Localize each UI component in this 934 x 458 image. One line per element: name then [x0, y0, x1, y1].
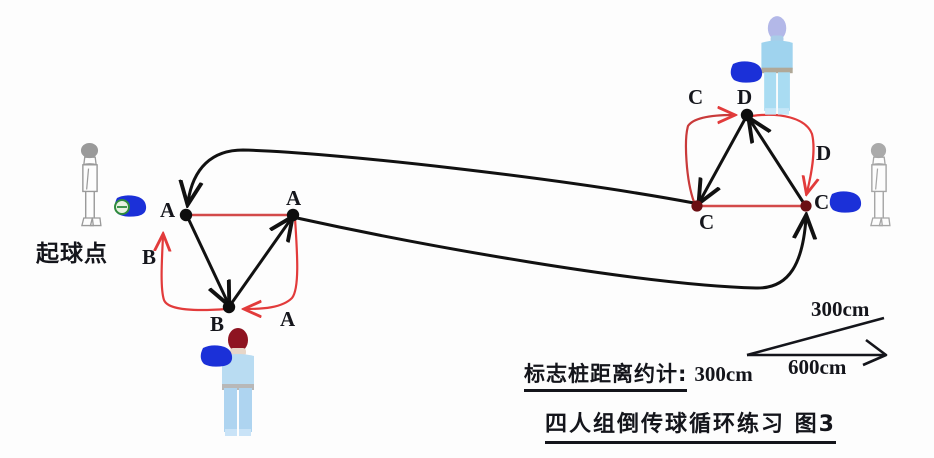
right-triangle-group	[684, 113, 813, 206]
path-label-d-right: D	[816, 141, 832, 165]
node-label-b: B	[210, 312, 225, 336]
scale-top-value: 300	[811, 297, 843, 321]
pass-arrow-cright-to-d	[750, 120, 805, 203]
marker-cone-top	[730, 61, 763, 83]
left-triangle-group	[162, 215, 299, 312]
scale-bottom-dimension: 600 cm	[788, 355, 846, 380]
pass-arrow-d-to-cleft	[700, 118, 747, 201]
long-pass-aright-to-cright	[296, 218, 806, 290]
scale-top-dimension: 300 cm	[811, 297, 869, 322]
run-path-aright-to-b	[246, 217, 299, 309]
distance-note-label: 标志桩距离约计:	[524, 358, 688, 392]
marker-cone-bottom	[200, 345, 233, 367]
node-dot-a-right	[286, 208, 300, 222]
node-dot-c-left	[691, 200, 703, 212]
player-figure-front-top	[761, 16, 793, 115]
node-dot-b	[222, 300, 236, 314]
long-pass-cleft-to-aleft	[188, 148, 695, 203]
node-dot-d	[740, 108, 754, 122]
node-label-c-right: C	[814, 190, 830, 214]
node-dot-c-right	[800, 200, 812, 212]
start-point-label: 起球点	[36, 241, 108, 267]
player-figure-side-left	[80, 142, 102, 227]
node-dot-a-left	[179, 208, 193, 222]
run-path-d-to-cright	[751, 113, 813, 192]
pass-arrow-aleft-to-b	[186, 217, 228, 303]
player-figure-front-bottom	[222, 328, 254, 436]
distance-note-value: 300	[694, 362, 726, 386]
soccer-ball-icon	[114, 199, 130, 215]
scale-bottom-value: 600	[788, 355, 820, 379]
distance-note: 标志桩距离约计: 300 cm	[524, 358, 753, 392]
node-label-a-right: A	[286, 186, 302, 210]
marker-cone-right	[829, 191, 862, 213]
node-label-c-left: C	[699, 210, 715, 234]
figure-caption: 四人组倒传球循环练习 图3	[545, 406, 836, 444]
node-label-d: D	[737, 85, 753, 109]
scale-bottom-unit: cm	[819, 355, 847, 379]
pass-arrow-b-to-aright	[229, 219, 291, 305]
node-label-a-left: A	[160, 198, 176, 222]
run-path-b-to-aleft	[162, 236, 227, 312]
path-label-c-top: C	[688, 85, 704, 109]
scale-top-unit: cm	[842, 297, 870, 321]
path-label-a-bottom: A	[280, 307, 296, 331]
run-path-cleft-to-d	[684, 115, 733, 203]
path-label-b-left: B	[142, 245, 157, 269]
player-figure-side-right	[870, 142, 891, 227]
scale-arrow	[746, 316, 888, 367]
distance-note-unit: cm	[725, 362, 753, 386]
